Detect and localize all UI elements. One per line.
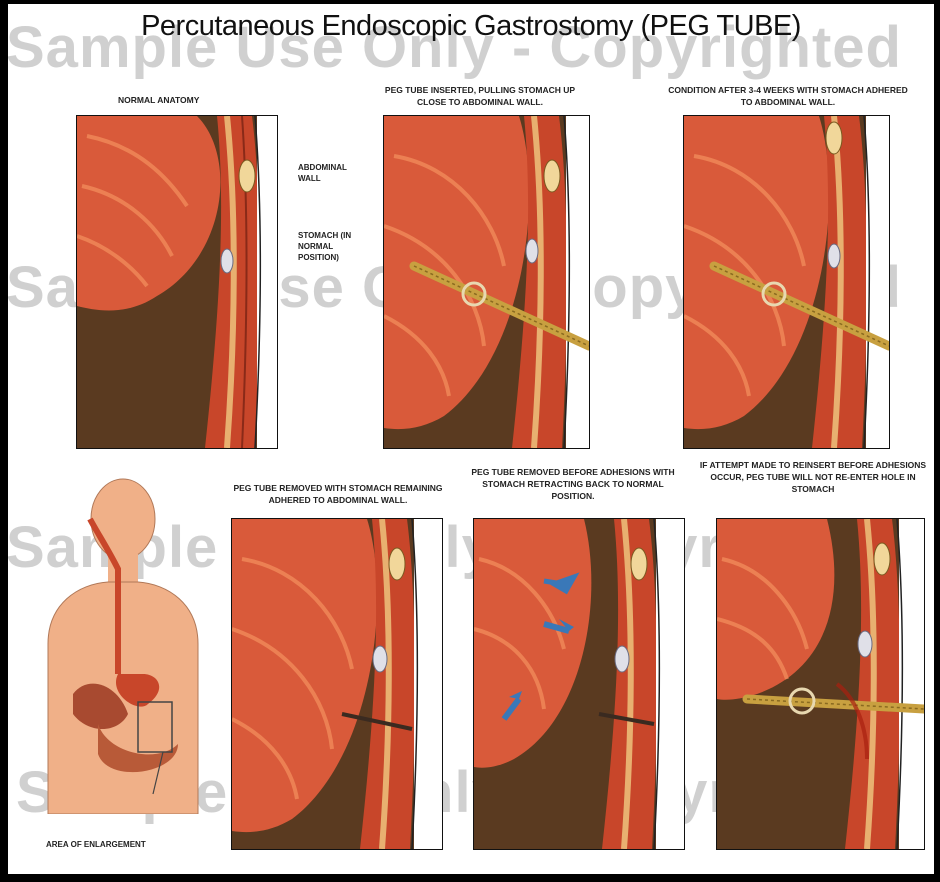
panel-peg-inserted xyxy=(383,115,590,449)
panel-6-caption: IF ATTEMPT MADE TO REINSERT BEFORE ADHES… xyxy=(698,459,928,495)
human-body-figure xyxy=(28,474,208,814)
panel-5-caption: PEG TUBE REMOVED BEFORE ADHESIONS WITH S… xyxy=(463,466,683,502)
panel-6-illustration xyxy=(717,519,924,849)
human-body-illustration xyxy=(28,474,208,814)
illustration-canvas: Sample Use Only - Copyrighted Sample Use… xyxy=(8,4,934,874)
diagram-title: Percutaneous Endoscopic Gastrostomy (PEG… xyxy=(8,10,934,43)
panel-normal-anatomy xyxy=(76,115,278,449)
panel-tube-removed-retracting xyxy=(473,518,685,850)
panel-tube-removed-adhered xyxy=(231,518,443,850)
panel-5-illustration xyxy=(474,519,684,849)
panel-3-caption: CONDITION AFTER 3-4 WEEKS WITH STOMACH A… xyxy=(668,84,908,108)
panel-4-illustration xyxy=(232,519,442,849)
panel-reinsert-attempt xyxy=(716,518,925,850)
abdominal-wall-label: ABDOMINAL WALL xyxy=(298,162,368,184)
area-of-enlargement-label: AREA OF ENLARGEMENT xyxy=(46,839,206,850)
stomach-normal-position-label: STOMACH (IN NORMAL POSITION) xyxy=(298,230,368,263)
panel-4-caption: PEG TUBE REMOVED WITH STOMACH REMAINING … xyxy=(213,482,463,506)
panel-3-illustration xyxy=(684,116,889,448)
panel-2-caption: PEG TUBE INSERTED, PULLING STOMACH UP CL… xyxy=(370,84,590,108)
panel-1-illustration xyxy=(77,116,277,448)
panel-1-caption: NORMAL ANATOMY xyxy=(118,94,258,106)
panel-2-illustration xyxy=(384,116,589,448)
panel-after-3-4-weeks xyxy=(683,115,890,449)
